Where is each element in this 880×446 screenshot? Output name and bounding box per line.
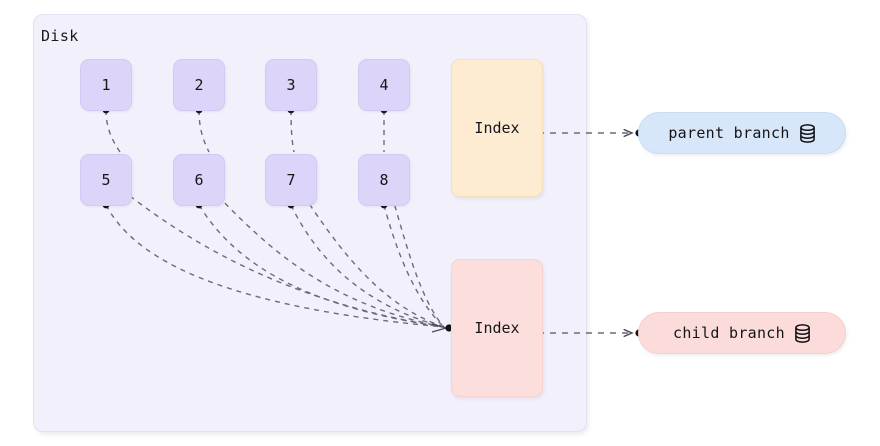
child-index-box[interactable]: Index [451, 259, 543, 397]
page-box-6[interactable]: 6 [173, 154, 225, 206]
child-branch-pill[interactable]: child branch [638, 312, 846, 354]
parent-branch-pill[interactable]: parent branch [638, 112, 846, 154]
disk-label: Disk [41, 27, 79, 45]
page-box-1[interactable]: 1 [80, 59, 132, 111]
parent-branch-label: parent branch [668, 124, 790, 142]
database-icon [794, 323, 811, 343]
page-box-7[interactable]: 7 [265, 154, 317, 206]
page-box-4[interactable]: 4 [358, 59, 410, 111]
parent-index-box[interactable]: Index [451, 59, 543, 197]
page-box-3[interactable]: 3 [265, 59, 317, 111]
page-box-2[interactable]: 2 [173, 59, 225, 111]
child-branch-label: child branch [673, 324, 785, 342]
page-box-8[interactable]: 8 [358, 154, 410, 206]
database-icon [799, 123, 816, 143]
page-box-5[interactable]: 5 [80, 154, 132, 206]
